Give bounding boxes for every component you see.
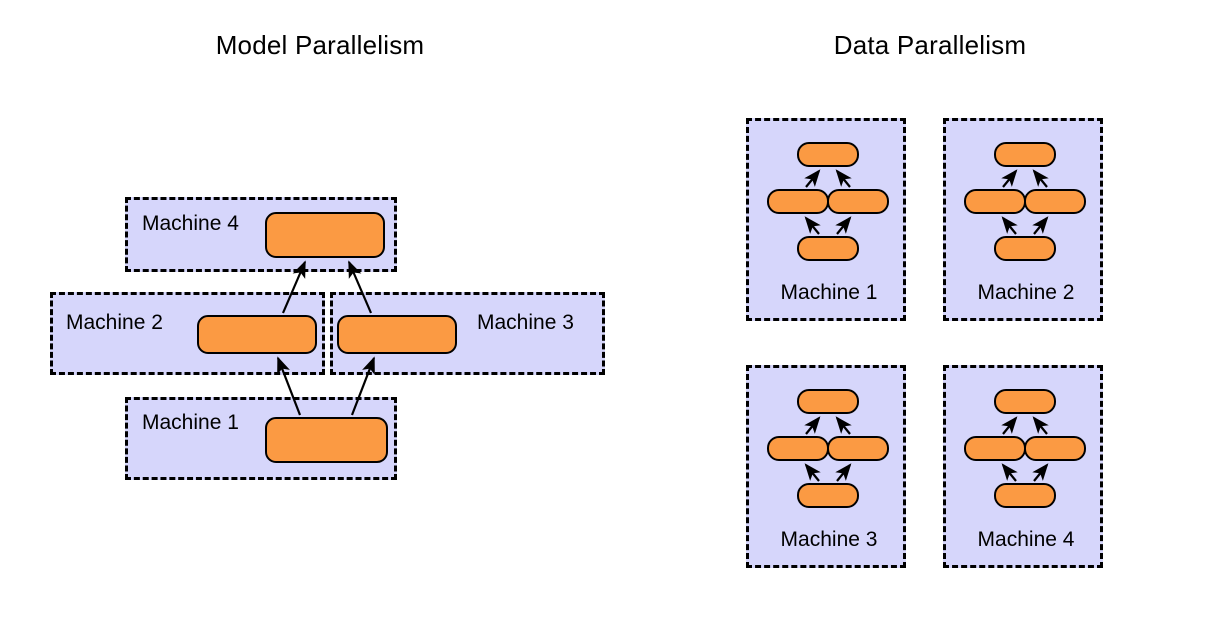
data-panel-label-machine-3: Machine 3 — [780, 528, 878, 551]
data-panel-content-machine-3: Machine 3 — [749, 368, 909, 571]
data-machine-2-mid-right-node — [1024, 189, 1086, 214]
model-panel-label-machine-4: Machine 4 — [142, 212, 239, 235]
data-machine-1-top-node — [797, 142, 859, 167]
data-machine-3-mid-right-node — [827, 436, 889, 461]
data-panel-machine-4: Machine 4 — [943, 365, 1103, 568]
arrow-bottom-to-mid-right — [1032, 463, 1049, 482]
arrow-bottom-to-mid-left — [1001, 216, 1018, 235]
arrow-mid-right-to-top — [1032, 169, 1049, 188]
data-machine-4-mid-right-node — [1024, 436, 1086, 461]
model-parallelism-title: Model Parallelism — [215, 30, 425, 60]
arrow-bottom-to-mid-left — [1001, 463, 1018, 482]
arrow-mid-right-to-top — [835, 416, 852, 435]
data-panel-label-machine-4: Machine 4 — [977, 528, 1075, 551]
arrow-mid-right-to-top — [835, 169, 852, 188]
arrow-mid-left-to-top — [1001, 169, 1018, 188]
arrow-bottom-to-mid-left — [804, 463, 821, 482]
model-panel-label-machine-3: Machine 3 — [477, 311, 574, 334]
arrow-mid-right-to-top — [1032, 416, 1049, 435]
data-parallelism-title: Data Parallelism — [833, 30, 1027, 60]
data-machine-2-top-node — [994, 142, 1056, 167]
data-machine-1-mid-left-node — [767, 189, 829, 214]
arrow-bottom-to-mid-right — [835, 216, 852, 235]
data-machine-2-mid-left-node — [964, 189, 1026, 214]
arrow-bottom-to-mid-right — [835, 463, 852, 482]
data-panel-content-machine-2: Machine 2 — [946, 121, 1106, 324]
model-machine-4-node — [265, 212, 385, 258]
data-panel-machine-3: Machine 3 — [746, 365, 906, 568]
data-panel-label-machine-2: Machine 2 — [977, 281, 1075, 304]
arrow-mid-left-to-top — [804, 416, 821, 435]
arrow-bottom-to-mid-left — [804, 216, 821, 235]
data-panel-content-machine-4: Machine 4 — [946, 368, 1106, 571]
data-machine-1-bottom-node — [797, 236, 859, 261]
data-panel-content-machine-1: Machine 1 — [749, 121, 909, 324]
data-machine-3-top-node — [797, 389, 859, 414]
model-panel-label-machine-1: Machine 1 — [142, 411, 239, 434]
data-panel-machine-1: Machine 1 — [746, 118, 906, 321]
data-machine-3-mid-left-node — [767, 436, 829, 461]
arrow-mid-left-to-top — [1001, 416, 1018, 435]
data-machine-2-bottom-node — [994, 236, 1056, 261]
model-panel-label-machine-2: Machine 2 — [66, 311, 163, 334]
data-panel-label-machine-1: Machine 1 — [780, 281, 878, 304]
model-machine-1-node — [265, 417, 388, 463]
data-machine-3-bottom-node — [797, 483, 859, 508]
data-machine-4-mid-left-node — [964, 436, 1026, 461]
arrow-mid-left-to-top — [804, 169, 821, 188]
data-panel-machine-2: Machine 2 — [943, 118, 1103, 321]
model-machine-2-node — [197, 315, 317, 354]
data-machine-4-bottom-node — [994, 483, 1056, 508]
model-machine-3-node — [337, 315, 457, 354]
data-machine-1-mid-right-node — [827, 189, 889, 214]
data-machine-4-top-node — [994, 389, 1056, 414]
arrow-bottom-to-mid-right — [1032, 216, 1049, 235]
